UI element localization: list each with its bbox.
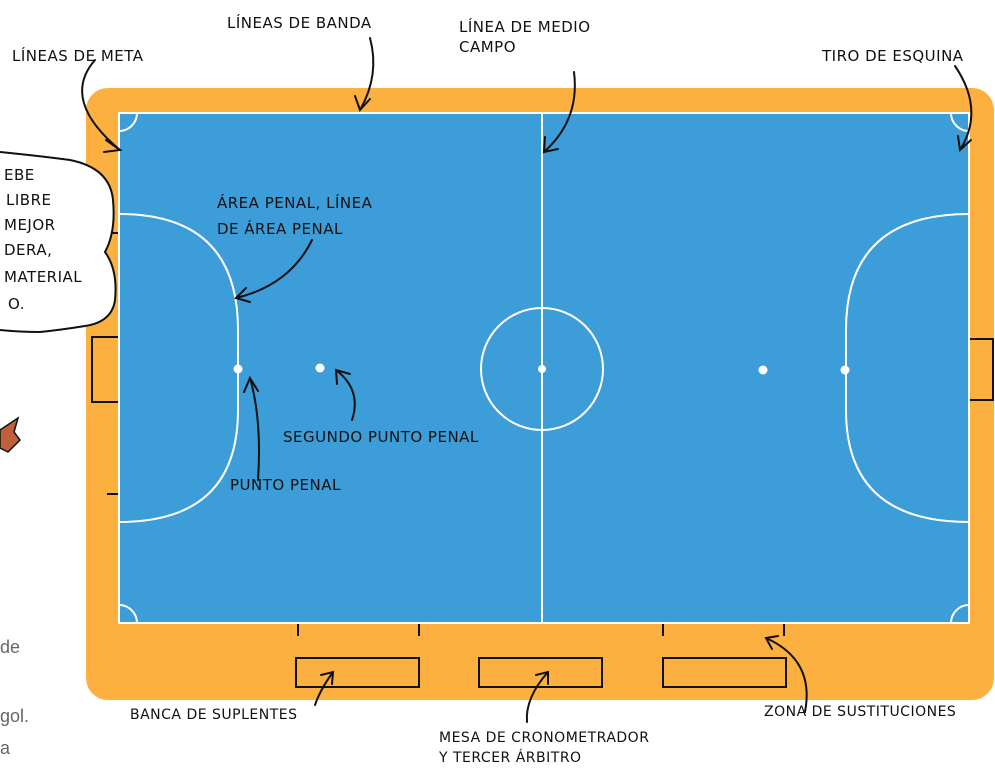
- cutoff-text-3: a: [0, 738, 11, 758]
- left-goal: [91, 336, 118, 403]
- cutoff-text-2: gol.: [0, 706, 30, 726]
- corner-arc-top-right: [950, 112, 970, 132]
- label-banca-de-suplentes: BANCA DE SUPLENTES: [130, 707, 298, 723]
- label-linea-medio-campo-1: LÍNEA DE MEDIO: [459, 18, 591, 36]
- label-punto-penal: PUNTO PENAL: [230, 476, 341, 494]
- bubble-line-6: O.: [8, 295, 25, 313]
- bubble-line-1: EBE: [4, 166, 35, 184]
- label-lineas-de-meta: LÍNEAS DE META: [12, 47, 144, 65]
- label-mesa-2: Y TERCER ÁRBITRO: [439, 750, 582, 766]
- label-lineas-de-banda: LÍNEAS DE BANDA: [227, 14, 372, 32]
- right-goal: [970, 338, 994, 401]
- substitutes-bench-right: [662, 657, 787, 688]
- bubble-line-3: MEJOR: [4, 216, 56, 234]
- label-segundo-punto-penal: SEGUNDO PUNTO PENAL: [283, 428, 479, 446]
- right-penalty-spot: [840, 365, 850, 375]
- bubble-line-5: MATERIAL: [4, 268, 83, 286]
- right-second-penalty-spot: [758, 365, 768, 375]
- label-area-penal-1: ÁREA PENAL, LÍNEA: [217, 194, 373, 212]
- speech-bubble: [0, 151, 117, 334]
- left-penalty-spot: [233, 364, 243, 374]
- left-second-penalty-spot: [315, 363, 325, 373]
- label-zona-de-sustituciones: ZONA DE SUSTITUCIONES: [764, 704, 957, 720]
- touch-and-goal-lines: [118, 112, 970, 624]
- partial-illustration: [0, 416, 21, 453]
- label-mesa-1: MESA DE CRONOMETRADOR: [439, 730, 650, 746]
- bubble-line-2: LIBRE: [6, 191, 52, 209]
- label-area-penal-2: DE ÁREA PENAL: [217, 220, 343, 238]
- label-tiro-de-esquina: TIRO DE ESQUINA: [822, 47, 964, 65]
- substitutes-bench-left: [295, 657, 420, 688]
- timekeeper-table: [478, 657, 603, 688]
- corner-arc-bottom-right: [950, 604, 970, 624]
- pointer-arrows: [81, 37, 973, 723]
- label-linea-medio-campo-2: CAMPO: [459, 38, 517, 56]
- cutoff-text-1: de: [0, 637, 21, 657]
- center-spot: [538, 365, 546, 373]
- corner-arc-bottom-left: [118, 604, 138, 624]
- center-circle: [480, 307, 604, 431]
- bubble-line-4: DERA,: [4, 241, 53, 259]
- corner-arc-top-left: [118, 112, 138, 132]
